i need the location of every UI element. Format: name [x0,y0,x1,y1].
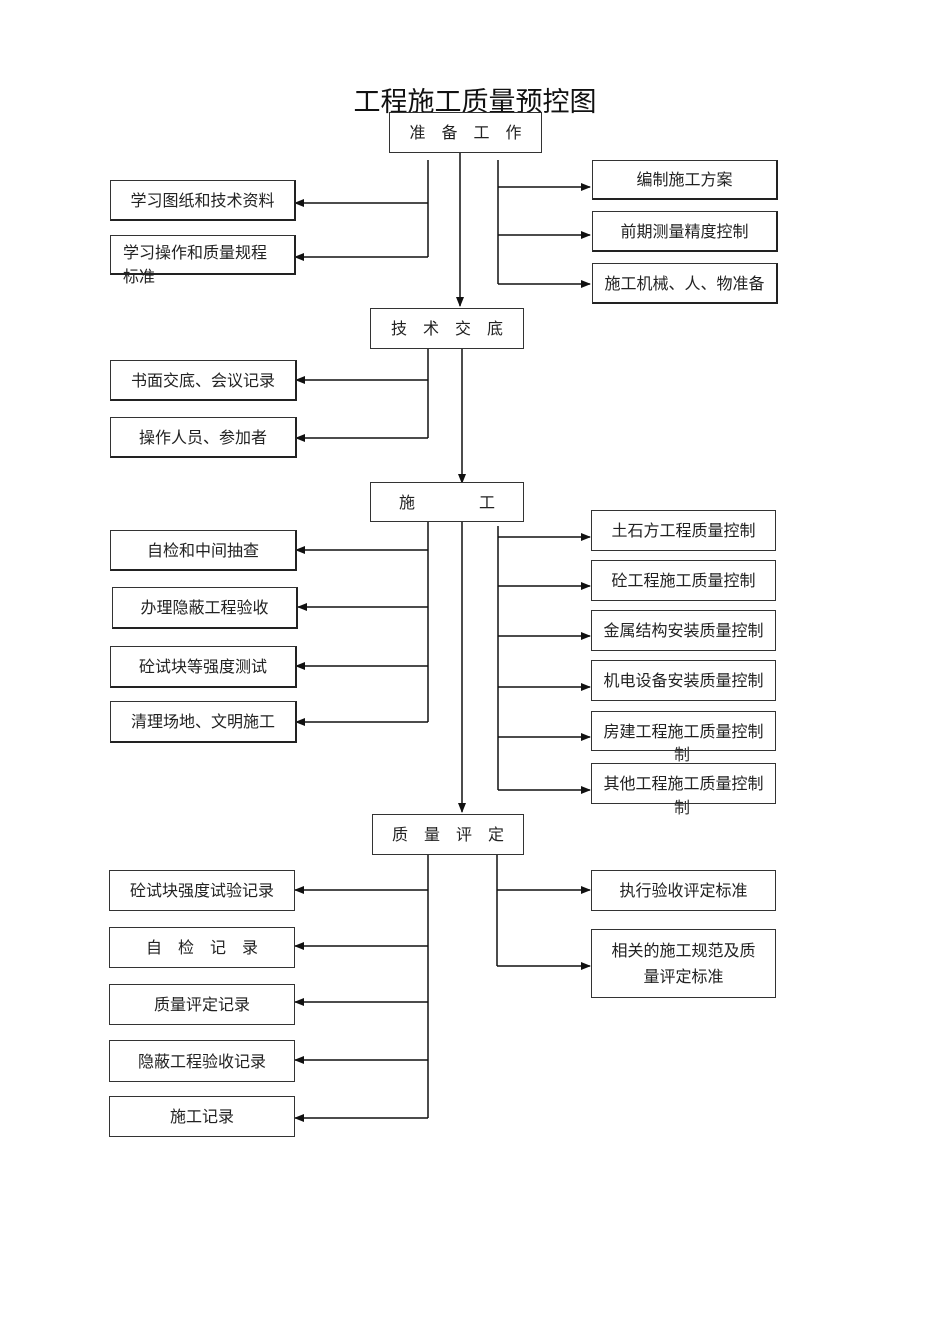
prep-left-box-2-line-2: 标准 [123,267,156,286]
assess-right-box-2-line-2: 量评定标准 [643,966,724,986]
assess-left-box-4: 隐蔽工程验收记录 [109,1040,295,1082]
prep-left-box-1: 学习图纸和技术资料 [110,180,296,221]
build-right-box-6-overflow: 制 [674,798,691,817]
build-left-box-4: 清理场地、文明施工 [110,701,297,743]
assess-left-box-3: 质量评定记录 [109,984,295,1025]
build-right-box-3: 金属结构安装质量控制 [591,610,776,651]
brief-left-box-2: 操作人员、参加者 [110,417,297,458]
assess-left-box-5: 施工记录 [109,1096,295,1137]
build-right-box-5: 房建工程施工质量控制 [591,711,776,751]
stage-prep: 准 备 工 作 [389,112,542,153]
stage-quality-assessment: 质 量 评 定 [372,814,524,855]
build-left-box-3: 砼试块等强度测试 [110,646,297,688]
prep-left-box-2: 学习操作和质量规程 标准 [110,235,296,286]
assess-left-box-2: 自 检 记 录 [109,927,295,968]
prep-right-box-2: 前期测量精度控制 [592,211,778,252]
prep-right-box-3: 施工机械、人、物准备 [592,263,778,304]
assess-right-box-1: 执行验收评定标准 [591,870,776,911]
stage-construction: 施 工 [370,482,524,522]
build-right-box-2: 砼工程施工质量控制 [591,560,776,601]
brief-left-box-1: 书面交底、会议记录 [110,360,297,401]
stage-tech-briefing: 技 术 交 底 [370,308,524,349]
build-right-box-4: 机电设备安装质量控制 [591,660,776,701]
build-left-box-1: 自检和中间抽查 [110,530,297,571]
assess-right-box-2-line-1: 相关的施工规范及质 [611,940,756,960]
prep-left-box-2-line-1: 学习操作和质量规程 [123,243,268,262]
build-right-box-6: 其他工程施工质量控制 [591,763,776,804]
assess-left-box-1: 砼试块强度试验记录 [109,870,295,911]
build-right-box-1: 土石方工程质量控制 [591,510,776,551]
build-right-box-5-overflow: 制 [674,745,691,764]
build-left-box-2: 办理隐蔽工程验收 [112,587,298,629]
prep-right-box-1: 编制施工方案 [592,160,778,200]
assess-right-box-2: 相关的施工规范及质 量评定标准 [591,929,776,998]
